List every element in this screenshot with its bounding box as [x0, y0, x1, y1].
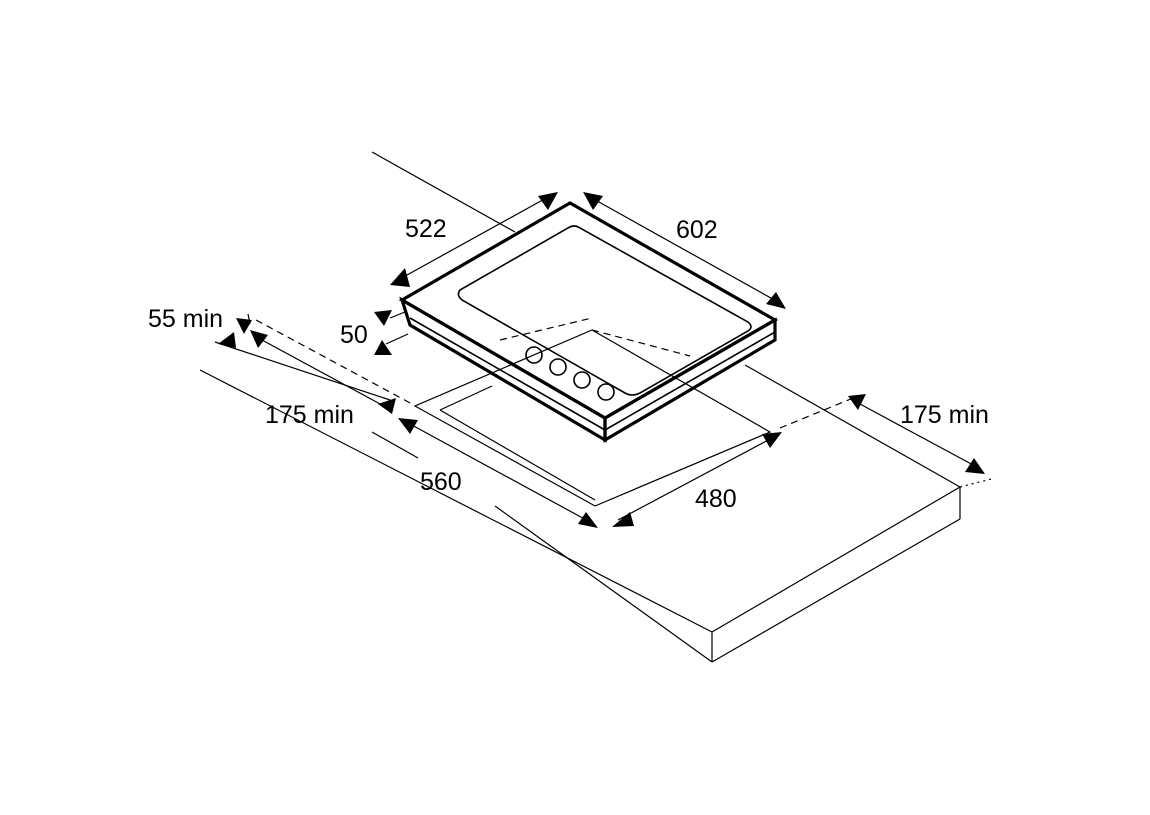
worktop-rear-edge — [371, 151, 516, 233]
worktop — [199, 151, 961, 663]
dimension-175-left-line — [214, 341, 391, 401]
hob-cooking-zone-outline — [457, 225, 752, 396]
dimension-55-extension — [255, 319, 413, 405]
label-175-min-left: 175 min — [265, 401, 354, 429]
label-522: 522 — [405, 215, 447, 243]
dimension-175-right-extension-2 — [959, 477, 996, 488]
arrow-icon — [374, 310, 392, 326]
dimension-522: 522 — [390, 192, 558, 287]
cutout-inner-edge — [439, 409, 596, 501]
dimension-522-line — [397, 196, 549, 281]
label-602: 602 — [676, 216, 718, 244]
worktop-bottom-edge — [711, 518, 961, 663]
arrow-icon — [538, 192, 558, 210]
cutout — [413, 317, 772, 507]
hob-front-face — [399, 296, 607, 443]
cutout-hidden-edge — [591, 329, 691, 357]
knob-4-icon — [597, 383, 615, 401]
knob-3-icon — [573, 371, 591, 389]
dimension-55-min: 55 min — [148, 305, 413, 405]
knob-1-icon — [525, 346, 543, 364]
dimension-175-min-left: 175 min — [214, 330, 396, 429]
hob-frame-line — [409, 317, 606, 431]
arrow-icon — [965, 458, 985, 474]
worktop-front-bottom-edge — [494, 505, 713, 663]
hob-right-face — [603, 317, 777, 443]
dimension-560: 560 — [371, 418, 598, 528]
label-55-min: 55 min — [148, 305, 223, 333]
dimension-50: 50 — [340, 310, 409, 355]
arrow-icon — [766, 292, 786, 309]
dimension-175-left-dim — [261, 339, 383, 406]
dimension-50-line — [389, 311, 406, 319]
cutout-outline — [413, 329, 772, 507]
arrow-icon — [250, 330, 268, 348]
arrow-icon — [374, 340, 392, 355]
dimension-480-line — [617, 437, 773, 521]
arrow-icon — [848, 394, 866, 410]
dimension-602-line — [589, 196, 779, 303]
arrow-icon — [578, 512, 598, 528]
dimension-175-right-line — [859, 403, 976, 467]
dimension-55-tick — [247, 313, 251, 325]
cutout-inner-left-edge — [439, 385, 493, 411]
cutout-hidden-edge-2 — [499, 317, 593, 341]
worktop-front-edge — [199, 369, 713, 633]
hob — [398, 201, 779, 443]
arrow-icon — [612, 512, 634, 527]
label-50: 50 — [340, 321, 368, 349]
knob-2-icon — [549, 358, 567, 376]
dimension-175-min-right: 175 min — [779, 394, 996, 488]
label-175-min-right: 175 min — [900, 401, 989, 429]
arrow-icon — [390, 268, 410, 287]
label-480: 480 — [695, 485, 737, 513]
dimension-602: 602 — [583, 192, 786, 309]
dimension-560-line — [409, 423, 591, 523]
label-560: 560 — [420, 468, 462, 496]
arrow-icon — [236, 318, 252, 334]
arrow-icon — [398, 418, 418, 434]
dimension-480: 480 — [612, 432, 782, 527]
dimension-50-line-2 — [385, 333, 409, 345]
worktop-right-rear-edge — [744, 364, 961, 488]
hob-frame-line-2 — [604, 331, 776, 431]
arrow-icon — [762, 432, 782, 448]
arrow-icon — [583, 192, 603, 210]
arrow-icon — [378, 398, 396, 414]
worktop-right-edge — [711, 486, 961, 633]
dimension-175-right-extension — [779, 395, 859, 429]
dimension-560-line-a — [371, 431, 419, 459]
